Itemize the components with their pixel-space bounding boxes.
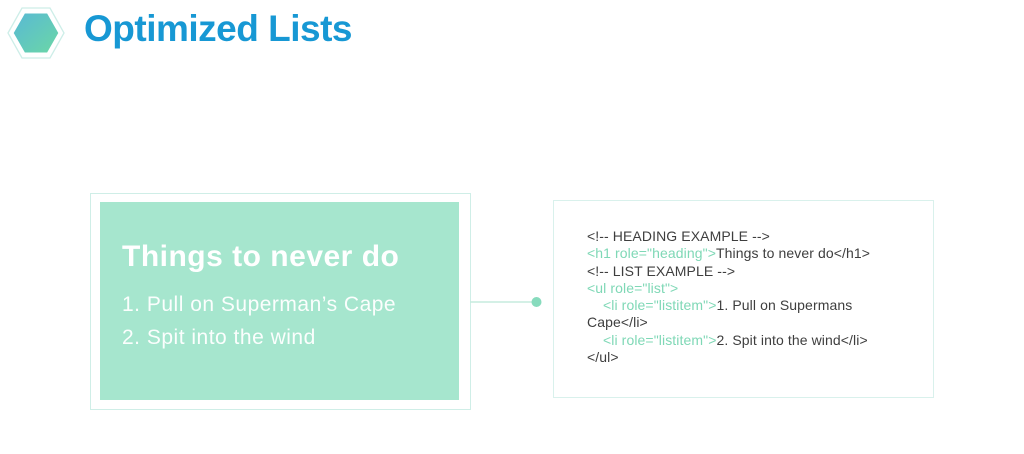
list-card: Things to never do 1. Pull on Superman’s… xyxy=(90,193,471,410)
code-segment-green: <h1 role="heading"> xyxy=(587,245,717,262)
code-segment-green: <li role="listitem"> xyxy=(603,297,717,314)
code-line: </ul> xyxy=(587,349,925,366)
code-panel: <!-- HEADING EXAMPLE --><h1 role="headin… xyxy=(553,200,934,398)
code-line: <ul role="list"> xyxy=(587,280,925,297)
connector-line xyxy=(470,297,542,307)
connector-dot xyxy=(531,297,542,307)
code-line: <li role="listitem">2. Spit into the win… xyxy=(587,332,925,349)
code-segment-dark: Cape</li> xyxy=(587,314,648,331)
page-title: Optimized Lists xyxy=(84,8,352,49)
code-segment-dark: 2. Spit into the wind</li> xyxy=(716,331,868,348)
code-segment-dark: <!-- LIST EXAMPLE --> xyxy=(587,262,736,279)
code-line: <h1 role="heading">Things to never do</h… xyxy=(587,245,925,262)
code-line: <li role="listitem">1. Pull on Supermans xyxy=(587,297,925,314)
code-line: <!-- LIST EXAMPLE --> xyxy=(587,263,925,280)
code-lines: <!-- HEADING EXAMPLE --><h1 role="headin… xyxy=(587,228,925,366)
code-line: <!-- HEADING EXAMPLE --> xyxy=(587,228,925,245)
hexagon-icon xyxy=(7,7,65,59)
card-list: 1. Pull on Superman’s Cape 2. Spit into … xyxy=(122,288,396,354)
code-line: Cape</li> xyxy=(587,314,925,331)
card-heading: Things to never do xyxy=(122,240,400,273)
hexagon-shape xyxy=(10,10,62,56)
code-segment-dark: </ul> xyxy=(587,349,619,366)
list-item: 1. Pull on Superman’s Cape xyxy=(122,293,397,316)
code-segment-green: <ul role="list"> xyxy=(587,279,679,296)
code-segment-dark: Things to never do</h1> xyxy=(716,245,871,262)
code-segment-dark: <!-- HEADING EXAMPLE --> xyxy=(587,228,770,244)
hexagon-outer-ring xyxy=(7,7,65,59)
list-card-inner: Things to never do 1. Pull on Superman’s… xyxy=(100,202,459,400)
list-item: 2. Spit into the wind xyxy=(122,326,316,349)
code-segment-green: <li role="listitem"> xyxy=(603,331,717,348)
code-segment-dark: 1. Pull on Supermans xyxy=(716,297,853,314)
